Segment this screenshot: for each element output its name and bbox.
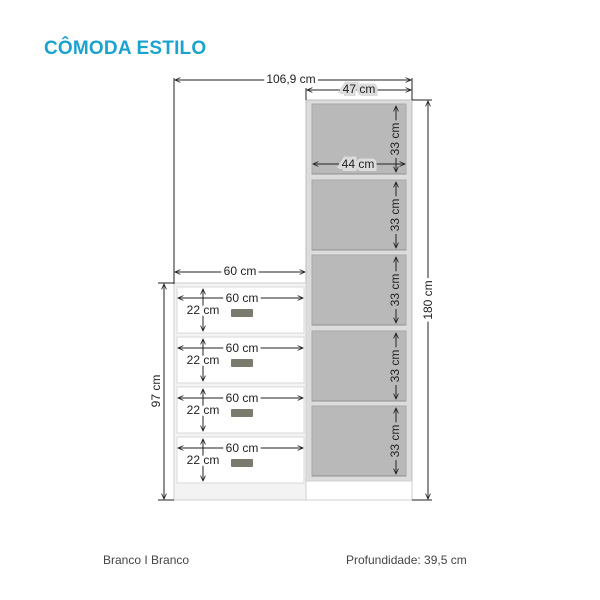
- dresser: [173, 282, 307, 501]
- shelf-cell: [311, 254, 407, 326]
- drawer-width-label: 60 cm: [226, 291, 259, 305]
- total-width-label: 106,9 cm: [266, 72, 315, 86]
- shelf-height-label: 33 cm: [388, 123, 402, 156]
- drawer-handle: [231, 359, 253, 367]
- dresser-height-label: 97 cm: [149, 375, 163, 408]
- drawer-width-label: 60 cm: [226, 341, 259, 355]
- drawer-handle: [231, 309, 253, 317]
- shelf-cell: [311, 179, 407, 251]
- drawer-width-label: 60 cm: [226, 391, 259, 405]
- dimension-lines: [158, 78, 432, 501]
- dresser-width-label: 60 cm: [224, 264, 257, 278]
- total-height-label: 180 cm: [421, 280, 435, 319]
- drawer-height-label: 22 cm: [187, 403, 220, 417]
- depth-text: Profundidade: 39,5 cm: [346, 553, 467, 567]
- drawer-height-label: 22 cm: [187, 303, 220, 317]
- drawer-handle: [231, 459, 253, 467]
- color-finish-text: Branco I Branco: [103, 553, 190, 567]
- shelf-height-label: 33 cm: [388, 425, 402, 458]
- tower-base: [305, 480, 413, 501]
- shelf-height-label: 33 cm: [388, 274, 402, 307]
- drawer-height-label: 22 cm: [187, 353, 220, 367]
- shelf-height-label: 33 cm: [388, 199, 402, 232]
- tower-width-label: 47 cm: [343, 82, 376, 96]
- drawer-width-label: 60 cm: [226, 441, 259, 455]
- shelf-inner-width-label: 44 cm: [342, 157, 375, 171]
- drawer-handle: [231, 409, 253, 417]
- page-title: CÔMODA ESTILO: [44, 38, 207, 59]
- shelf-height-label: 33 cm: [388, 350, 402, 383]
- dimension-labels: 106,9 cm 47 cm 44 cm 60 cm 180 cm 97 cm …: [146, 69, 438, 470]
- drawer-height-label: 22 cm: [187, 453, 220, 467]
- shelf-cell: [311, 405, 407, 477]
